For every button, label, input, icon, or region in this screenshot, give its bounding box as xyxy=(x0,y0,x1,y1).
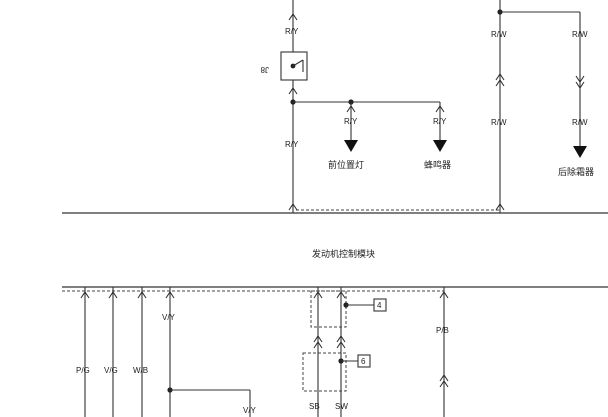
front-lamp-arrow xyxy=(346,105,356,113)
dashed-component-upper xyxy=(310,290,347,328)
defroster-ground-triangle xyxy=(573,146,587,158)
wire-label-branch-a: R/Y xyxy=(344,117,358,126)
lower-left-wires xyxy=(80,287,175,417)
wire-label-right-top: R/W xyxy=(572,30,588,39)
connector-4-box xyxy=(373,298,387,312)
wire-label-left-bottom: R/Y xyxy=(285,140,299,149)
wire-label-mid-bottom: R/W xyxy=(491,118,507,127)
dashed-component-lower xyxy=(302,352,347,392)
wire-label-w6: SB xyxy=(309,402,320,411)
mid-arrow-1 xyxy=(495,73,505,81)
load-buzzer: 蜂鸣器 xyxy=(424,159,451,171)
buzzer-arrow xyxy=(435,105,445,113)
wire-label-w8: P/B xyxy=(436,326,449,335)
wire-label-w2: V/G xyxy=(104,366,118,375)
wire-label-w5: V/Y xyxy=(243,406,257,415)
fuse-box xyxy=(280,51,308,81)
mid-arrow-2 xyxy=(495,79,505,87)
wire-label-branch-b: R/Y xyxy=(433,117,447,126)
wire-label-w1: P/G xyxy=(76,366,90,375)
right-arrow-2 xyxy=(575,81,585,89)
wire-label-mid-top: R/W xyxy=(491,30,507,39)
load-front-lamp: 前位置灯 xyxy=(328,159,364,171)
sb-arrow-mid-2 xyxy=(313,341,323,349)
connector-6-label: 6 xyxy=(361,357,366,366)
trunk-top-arrow xyxy=(288,13,298,21)
sb-arrow-mid-1 xyxy=(313,335,323,343)
trunk-bottom-arrow xyxy=(288,203,298,211)
module-label: 发动机控制模块 xyxy=(312,248,375,260)
pb-arrow-mid-1 xyxy=(439,374,449,382)
buzzer-ground-triangle xyxy=(433,140,447,152)
pb-arrow-top xyxy=(439,291,449,299)
right-arrow-1 xyxy=(575,75,585,83)
load-rear-defroster: 后除霜器 xyxy=(558,166,594,178)
fuse-label: J8 xyxy=(260,65,269,74)
trunk-arrow-mid xyxy=(288,87,298,95)
sw-arrow-mid-1 xyxy=(336,335,346,343)
mid-bottom-arrow xyxy=(495,203,505,211)
connector-6-box xyxy=(357,354,371,368)
pb-arrow-mid-2 xyxy=(439,380,449,388)
connector-4-label: 4 xyxy=(377,301,382,310)
wire-label-left-top: R/Y xyxy=(285,27,299,36)
wire-label-w4: V/Y xyxy=(162,313,176,322)
sw-arrow-top xyxy=(336,291,346,299)
wire-label-right-bottom: R/W xyxy=(572,118,588,127)
sb-arrow-top xyxy=(313,291,323,299)
front-lamp-ground-triangle xyxy=(344,140,358,152)
wire-label-w7: SW xyxy=(335,402,348,411)
wire-label-w3: W/B xyxy=(133,366,148,375)
sw-arrow-mid-2 xyxy=(336,341,346,349)
